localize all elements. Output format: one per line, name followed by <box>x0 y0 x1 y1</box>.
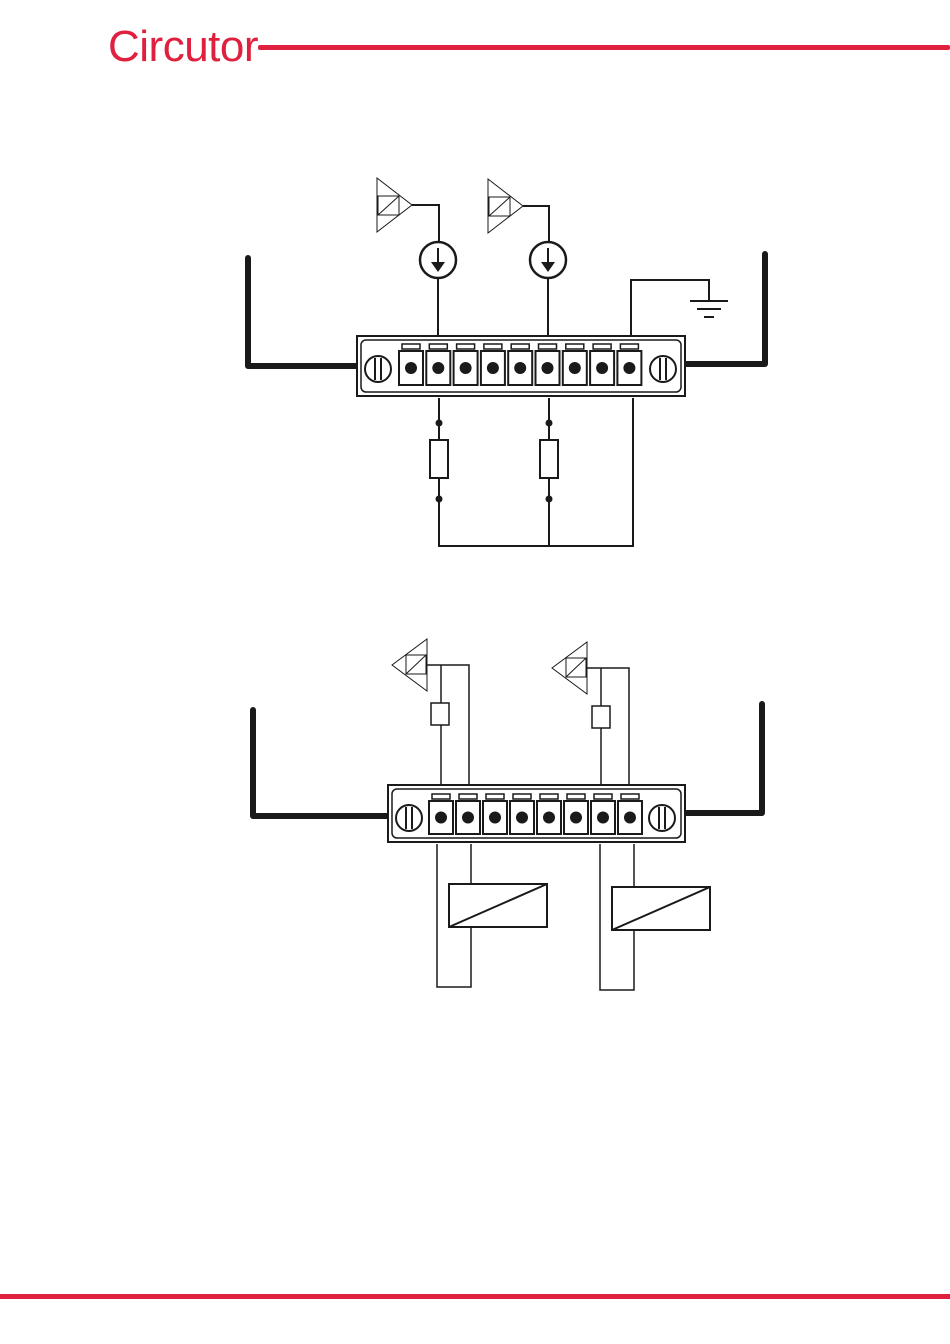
transmitter-icon <box>552 642 587 694</box>
left-rail <box>248 258 358 366</box>
terminal-pin <box>429 794 453 834</box>
resistor-icon <box>430 440 448 478</box>
transmitter-icon <box>392 639 427 691</box>
terminal-pin <box>456 794 480 834</box>
brand-logo: Circutor <box>108 22 258 72</box>
fuse-icon <box>592 706 610 728</box>
terminal-pin <box>508 344 532 385</box>
page-header: Circutor <box>0 0 950 90</box>
terminal-pin <box>399 344 423 385</box>
screw-icon <box>650 356 676 382</box>
transmitter-icon <box>488 179 523 233</box>
right-rail <box>684 254 765 364</box>
terminal-pin <box>483 794 507 834</box>
current-source-icon <box>420 242 456 278</box>
fuse-icon <box>431 703 449 725</box>
header-rule <box>258 45 950 50</box>
wiring-diagram-analog-outputs <box>0 160 950 560</box>
terminal-block-8-pin <box>388 785 685 842</box>
terminal-pin <box>536 344 560 385</box>
terminal-pin <box>510 794 534 834</box>
terminal-pin <box>617 344 641 385</box>
screw-icon <box>365 356 391 382</box>
relay-coil-icon <box>449 884 547 927</box>
resistor-icon <box>540 440 558 478</box>
ground-icon <box>690 301 728 317</box>
wiring-diagram-relay-outputs <box>0 625 950 1005</box>
screw-icon <box>649 805 675 831</box>
terminal-block-9-pin <box>357 336 685 396</box>
terminal-pin <box>563 344 587 385</box>
terminal-pin <box>591 794 615 834</box>
terminal-pin <box>618 794 642 834</box>
terminal-pin <box>564 794 588 834</box>
footer-rule <box>0 1294 950 1299</box>
terminal-pin <box>481 344 505 385</box>
left-rail <box>253 710 389 816</box>
relay-coil-icon <box>612 887 710 930</box>
terminal-pin <box>454 344 478 385</box>
terminal-pin <box>590 344 614 385</box>
transmitter-icon <box>377 178 412 232</box>
screw-icon <box>396 805 422 831</box>
terminal-pin <box>537 794 561 834</box>
terminal-pin <box>426 344 450 385</box>
current-source-icon <box>530 242 566 278</box>
right-rail <box>686 704 762 813</box>
